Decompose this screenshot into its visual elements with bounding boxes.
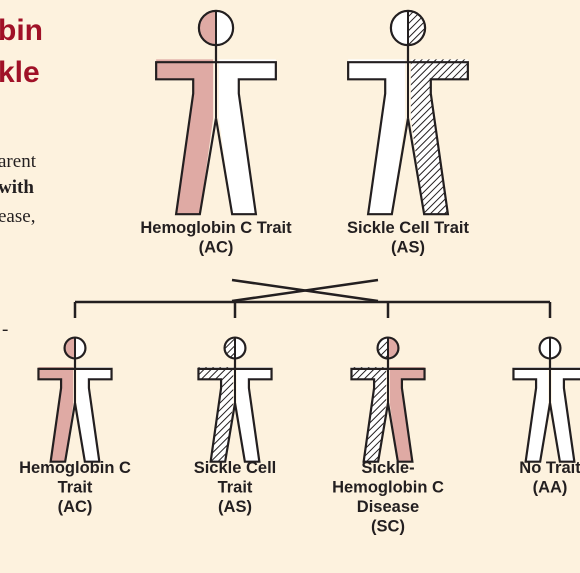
child-label-line: No Trait bbox=[519, 459, 580, 477]
connector-lines bbox=[75, 280, 550, 318]
parent-label-line: Hemoglobin C Trait bbox=[140, 219, 292, 237]
head-left-half bbox=[391, 11, 408, 45]
child-label-line: (AS) bbox=[218, 498, 252, 516]
child-label-line: Disease bbox=[357, 498, 419, 516]
child-label-line: Hemoglobin C bbox=[332, 479, 444, 497]
parent-label-line: (AC) bbox=[199, 239, 234, 257]
child-label-line: Trait bbox=[218, 479, 253, 497]
child-label-line: Trait bbox=[58, 479, 93, 497]
child-label-line: (AC) bbox=[58, 498, 93, 516]
child-figure-4: No Trait (AA) bbox=[513, 338, 580, 497]
child-label-line: Sickle- bbox=[361, 459, 414, 477]
head-right-half bbox=[216, 11, 233, 45]
child-figure-1: Hemoglobin C Trait(AC) bbox=[19, 338, 131, 516]
child-label-line: (SC) bbox=[371, 518, 405, 536]
parent-figure-1: Hemoglobin C Trait (AC) bbox=[140, 11, 292, 257]
child-label-line: (AA) bbox=[533, 479, 568, 497]
parent-label-line: Sickle Cell Trait bbox=[347, 219, 469, 237]
head-left-half bbox=[199, 11, 216, 45]
parent-figure-2: Sickle Cell Trait (AS) bbox=[347, 11, 469, 257]
child-label-line: Hemoglobin C bbox=[19, 459, 131, 477]
head-right-half bbox=[408, 11, 425, 45]
child-label-line: Sickle Cell bbox=[194, 459, 277, 477]
parent-label-line: (AS) bbox=[391, 239, 425, 257]
